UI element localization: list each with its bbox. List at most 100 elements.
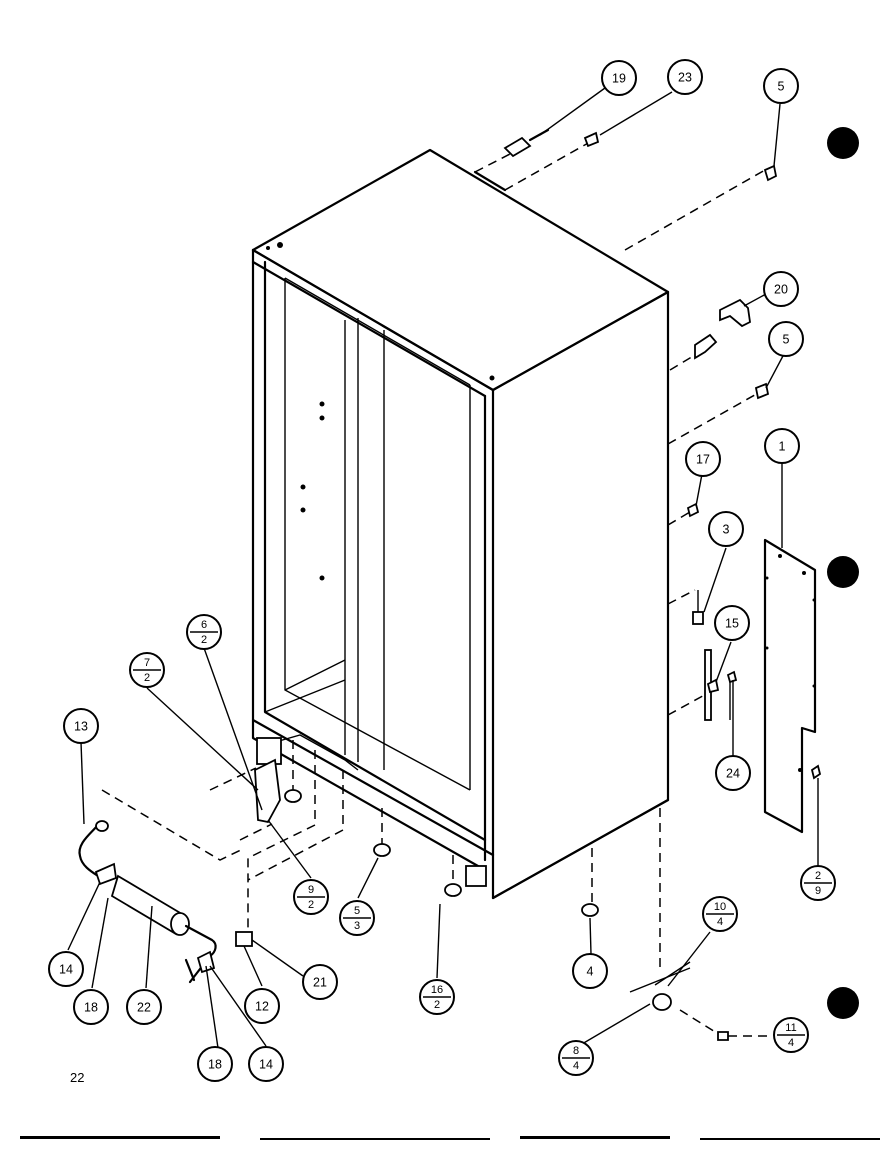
fraction-bottom: 4 xyxy=(788,1037,794,1049)
fraction-callout-5-3: 53 xyxy=(339,900,375,936)
callout-label: 13 xyxy=(74,719,88,733)
fraction-callout-16-2: 162 xyxy=(419,979,455,1015)
fraction-top: 9 xyxy=(308,884,314,896)
fraction-bottom: 2 xyxy=(144,672,150,684)
fraction-top: 16 xyxy=(431,984,443,996)
callout-circle xyxy=(197,1046,233,1082)
callout-15: 15 xyxy=(714,605,750,641)
callout-4: 4 xyxy=(572,953,608,989)
callout-23: 23 xyxy=(667,59,703,95)
fraction-top: 10 xyxy=(714,901,726,913)
drain-tube-assembly xyxy=(78,789,246,984)
fraction-top: 8 xyxy=(573,1045,579,1057)
callout-circle xyxy=(601,60,637,96)
callout-circle xyxy=(572,953,608,989)
callout-label: 19 xyxy=(612,71,626,85)
callout-14: 14 xyxy=(48,951,84,987)
callout-circle xyxy=(714,605,750,641)
callout-22: 22 xyxy=(126,989,162,1025)
callout-24: 24 xyxy=(715,755,751,791)
cabinet-top-hardware xyxy=(473,128,778,526)
fraction-top: 2 xyxy=(815,870,821,882)
callout-circle xyxy=(48,951,84,987)
callout-13: 13 xyxy=(63,708,99,744)
callout-5: 5 xyxy=(768,321,804,357)
callout-label: 20 xyxy=(774,282,788,296)
callout-label: 24 xyxy=(726,766,740,780)
callout-1: 1 xyxy=(764,428,800,464)
fraction-bottom: 4 xyxy=(717,916,723,928)
callout-5: 5 xyxy=(763,68,799,104)
fraction-top: 5 xyxy=(354,905,360,917)
fraction-top: 6 xyxy=(201,619,207,631)
fraction-bottom: 2 xyxy=(201,634,207,646)
callout-circle xyxy=(764,428,800,464)
callout-label: 1 xyxy=(779,439,786,453)
callout-label: 22 xyxy=(137,1000,151,1014)
callout-12: 12 xyxy=(244,988,280,1024)
page-number: 22 xyxy=(70,1070,84,1085)
callout-label: 21 xyxy=(313,975,327,989)
callout-19: 19 xyxy=(601,60,637,96)
fraction-bottom: 9 xyxy=(815,885,821,897)
callout-circle xyxy=(685,441,721,477)
callout-label: 18 xyxy=(208,1057,222,1071)
fraction-bottom: 2 xyxy=(434,999,440,1011)
callout-circle xyxy=(244,988,280,1024)
callout-20: 20 xyxy=(763,271,799,307)
callout-17: 17 xyxy=(685,441,721,477)
callout-label: 14 xyxy=(59,962,73,976)
fraction-callout-7-2: 72 xyxy=(129,652,165,688)
callout-label: 18 xyxy=(84,1000,98,1014)
callout-circle xyxy=(708,511,744,547)
callout-label: 12 xyxy=(255,999,269,1013)
fraction-callout-10-4: 104 xyxy=(702,896,738,932)
cabinet xyxy=(251,148,670,900)
registration-dot-bottom xyxy=(827,987,859,1019)
callout-label: 5 xyxy=(778,79,785,93)
lower-left-hardware xyxy=(209,750,344,947)
callout-14: 14 xyxy=(248,1046,284,1082)
callout-label: 5 xyxy=(783,332,790,346)
callout-circle xyxy=(248,1046,284,1082)
fraction-callout-11-4: 114 xyxy=(773,1017,809,1053)
callout-circle xyxy=(667,59,703,95)
callout-circle xyxy=(768,321,804,357)
callout-leaders xyxy=(67,87,819,1049)
fraction-bottom: 2 xyxy=(308,899,314,911)
callout-circle xyxy=(63,708,99,744)
fraction-top: 7 xyxy=(144,657,150,669)
callout-circle xyxy=(302,964,338,1000)
callout-label: 3 xyxy=(723,522,730,536)
bottom-hardware xyxy=(284,740,770,1041)
back-panel xyxy=(763,538,822,834)
callout-circle xyxy=(763,271,799,307)
callout-circle xyxy=(126,989,162,1025)
callout-label: 23 xyxy=(678,70,692,84)
fraction-bottom: 3 xyxy=(354,920,360,932)
callout-21: 21 xyxy=(302,964,338,1000)
fraction-callout-9-2: 92 xyxy=(293,879,329,915)
fraction-callout-8-4: 84 xyxy=(558,1040,594,1076)
callout-circle xyxy=(73,989,109,1025)
callout-circle xyxy=(763,68,799,104)
callout-18: 18 xyxy=(73,989,109,1025)
callout-label: 17 xyxy=(696,452,710,466)
registration-dot-middle xyxy=(827,556,859,588)
fraction-bottom: 4 xyxy=(573,1060,579,1072)
callout-label: 4 xyxy=(587,964,594,978)
fraction-callout-6-2: 62 xyxy=(186,614,222,650)
right-side-hardware xyxy=(667,589,738,721)
registration-dot-top xyxy=(827,127,859,159)
fraction-top: 11 xyxy=(785,1022,796,1034)
callout-18: 18 xyxy=(197,1046,233,1082)
callout-circle xyxy=(715,755,751,791)
callout-label: 14 xyxy=(259,1057,273,1071)
scan-edge-noise xyxy=(20,1136,880,1140)
callout-label: 15 xyxy=(725,616,739,630)
callout-3: 3 xyxy=(708,511,744,547)
fraction-callout-2-9: 29 xyxy=(800,865,836,901)
